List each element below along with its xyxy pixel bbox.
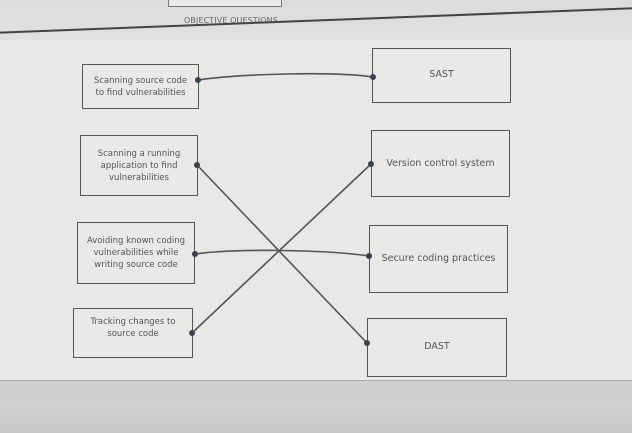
right-item-label: DAST [424,341,450,352]
right-item-sast[interactable]: SAST [372,48,511,103]
left-item-label: Scanning source code to find vulnerabili… [93,75,188,98]
left-item-label: Scanning a running application to find v… [97,148,181,183]
connection-line [194,249,370,257]
left-connector-dot[interactable] [192,251,198,257]
right-item-version-control[interactable]: Version control system [371,130,510,197]
bottom-bar [0,380,632,403]
left-item-4[interactable]: Tracking changes to source code [73,308,193,358]
left-item-label: Avoiding known coding vulnerabilities wh… [86,236,186,270]
left-connector-dot[interactable] [194,162,200,168]
right-connector-dot[interactable] [366,253,372,259]
right-item-label: SAST [429,69,454,80]
right-item-label: Version control system [386,158,495,169]
left-item-3[interactable]: Avoiding known coding vulnerabilities wh… [77,222,195,284]
connection-line [191,163,372,334]
right-item-label: Secure coding practices [381,253,496,264]
connection-line [196,164,368,344]
right-item-secure-coding[interactable]: Secure coding practices [369,225,508,293]
right-item-dast[interactable]: DAST [367,318,507,377]
left-connector-dot[interactable] [195,77,201,83]
section-heading: OBJECTIVE QUESTIONS [184,16,278,25]
connection-line [197,72,374,81]
left-item-2[interactable]: Scanning a running application to find v… [80,135,198,196]
right-connector-dot[interactable] [368,161,374,167]
right-connector-dot[interactable] [370,74,376,80]
left-item-label: Tracking changes to source code [90,317,176,339]
left-connector-dot[interactable] [189,330,195,336]
top-box [168,0,282,7]
left-item-1[interactable]: Scanning source code to find vulnerabili… [82,64,199,109]
right-connector-dot[interactable] [364,340,370,346]
